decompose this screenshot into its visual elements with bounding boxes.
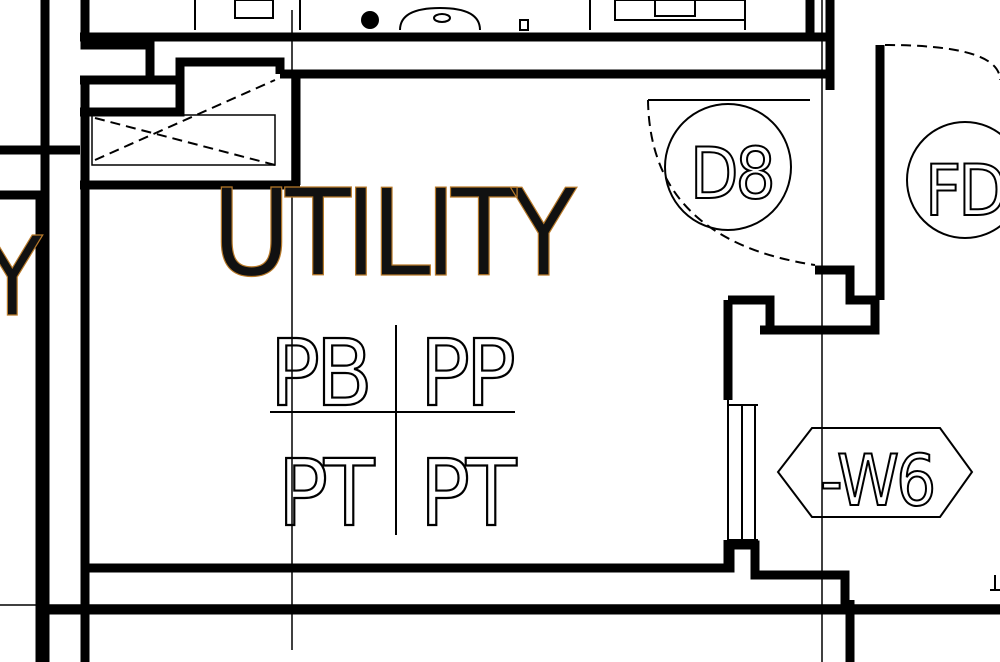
finish-code-grid: PB PP PT PT (269, 319, 522, 548)
window-tag-label: -W6 (820, 440, 933, 522)
partial-room-label: Y (0, 213, 43, 341)
room-name: UTILITY (212, 165, 578, 304)
finish-code-bottom-right: PT (420, 440, 517, 547)
door-tag-right-label: FD (925, 150, 1000, 232)
finish-code-top-left: PB (270, 320, 369, 427)
window-tag-w6: -W6 (776, 427, 974, 523)
finish-code-bottom-left: PT (278, 440, 375, 547)
finish-code-top-right: PP (420, 320, 514, 427)
door-tag-fd: FD (906, 121, 1000, 239)
door-tag-label: D8 (690, 133, 773, 215)
top-fixtures (194, 0, 746, 31)
chase-x-mark (91, 79, 276, 166)
door-swings (647, 44, 1000, 266)
window-frame (727, 400, 758, 541)
door-tag-d8: D8 (664, 103, 792, 231)
